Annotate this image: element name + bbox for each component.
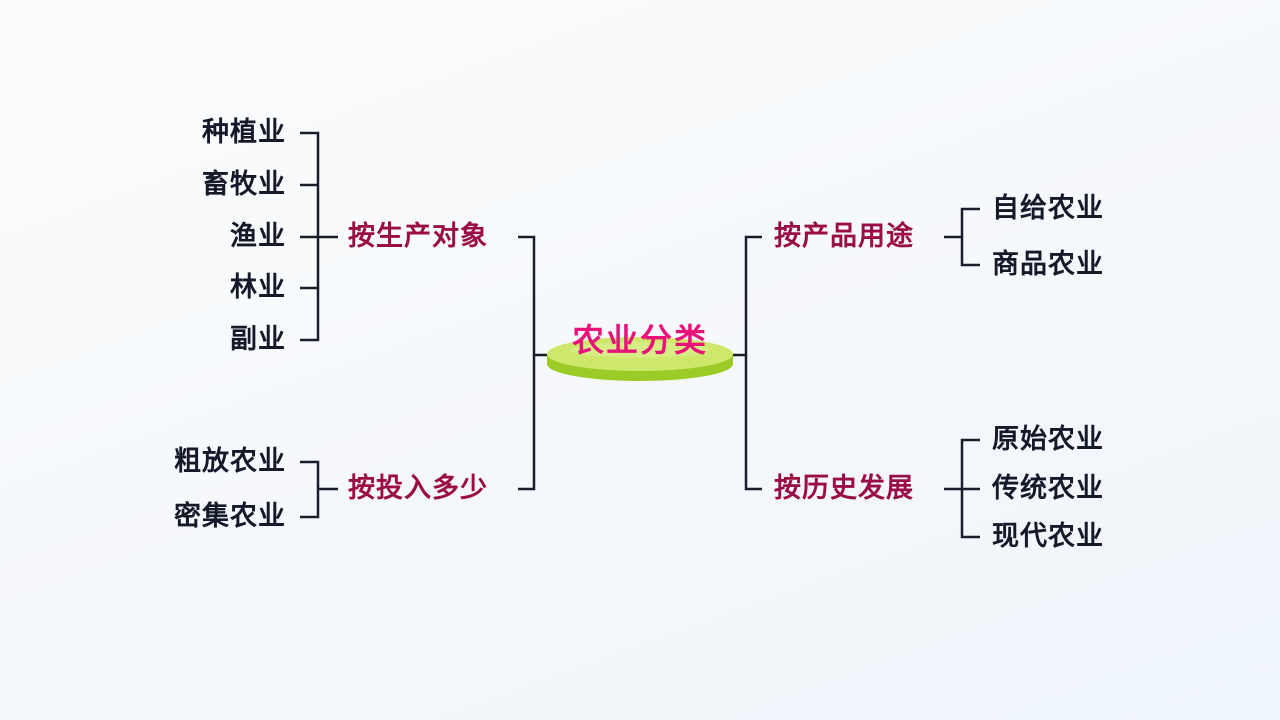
category-by-production-object: 按生产对象 <box>348 221 488 252</box>
leaf-primitive-agriculture: 原始农业 <box>992 424 1104 455</box>
leaf-commercial-agriculture: 商品农业 <box>992 249 1104 280</box>
leaf-sideline: 副业 <box>230 324 286 355</box>
leaf-intensive-agriculture: 密集农业 <box>174 501 286 532</box>
leaf-subsistence-agriculture: 自给农业 <box>992 193 1104 224</box>
connector-trunk-left <box>518 235 536 491</box>
leaf-modern-agriculture: 现代农业 <box>992 521 1104 552</box>
connector-bracket-use <box>960 207 980 267</box>
connector-bracket-input <box>300 460 320 519</box>
center-disc-top <box>547 337 733 371</box>
leaf-forestry: 林业 <box>230 272 286 303</box>
leaf-traditional-agriculture: 传统农业 <box>992 473 1104 504</box>
center-title: 农业分类 <box>571 321 708 359</box>
center-disc-highlight <box>570 342 710 358</box>
center-disc <box>547 337 733 381</box>
category-by-historical-development: 按历史发展 <box>774 473 914 504</box>
category-by-input-amount: 按投入多少 <box>348 473 488 504</box>
connector-trunk-right <box>744 235 762 491</box>
leaf-extensive-agriculture: 粗放农业 <box>174 446 286 477</box>
category-by-product-use: 按产品用途 <box>774 221 914 252</box>
leaf-animal-husbandry: 畜牧业 <box>202 169 286 200</box>
leaf-planting: 种植业 <box>202 117 286 148</box>
leaf-fishery: 渔业 <box>230 221 286 252</box>
